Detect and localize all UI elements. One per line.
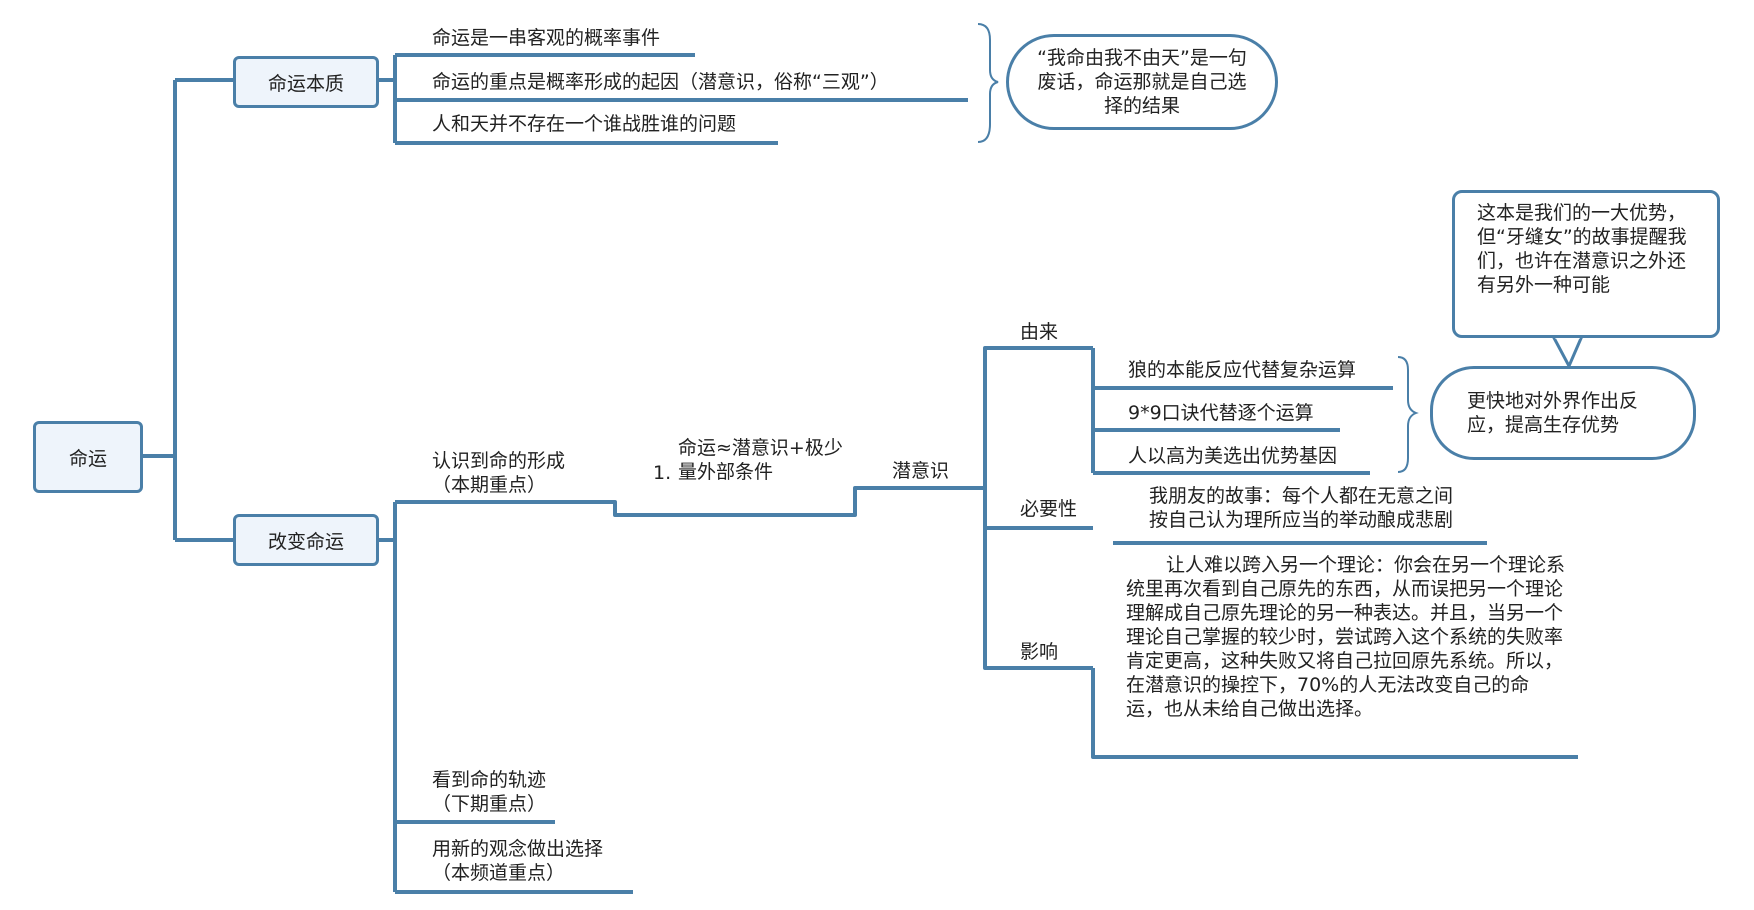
subconscious-label: 潜意识 (892, 460, 950, 482)
essence-item-1: 命运是一串客观的概率事件 (432, 27, 661, 49)
item-see-trajectory-line1: 看到命的轨迹 (432, 769, 547, 791)
item-new-choice-line2: （本频道重点） (432, 862, 566, 884)
influence-label: 影响 (1020, 641, 1059, 663)
essence-item-2: 命运的重点是概率形成的起因（潜意识，俗称“三观”） (432, 71, 889, 93)
formula-text: 命运≈潜意识+极少量外部条件 (678, 437, 843, 483)
essence-callout-text: “我命由我不由天”是一句废话，命运那就是自己选择的结果 (1037, 47, 1247, 117)
branch-fate-essence[interactable]: 命运本质 (233, 56, 379, 108)
root-node[interactable]: 命运 (33, 421, 143, 493)
origin-note-text: 这本是我们的一大优势，但“牙缝女”的故事提醒我们，也许在潜意识之外还有另外一种可… (1477, 202, 1687, 296)
item-new-choice-line1: 用新的观念做出选择 (432, 838, 604, 860)
item-see-trajectory-line2: （下期重点） (432, 793, 547, 815)
essence-callout: “我命由我不由天”是一句废话，命运那就是自己选择的结果 (1006, 34, 1278, 130)
branch-change-fate[interactable]: 改变命运 (233, 514, 379, 566)
origin-label: 由来 (1020, 321, 1059, 343)
brace-origin (1397, 356, 1419, 473)
essence-item-3: 人和天并不存在一个谁战胜谁的问题 (432, 113, 737, 135)
necessity-text-line2: 按自己认为理所应当的举动酿成悲剧 (1149, 509, 1454, 531)
branch-fate-essence-label: 命运本质 (267, 72, 344, 95)
connector-origin (1091, 348, 1393, 475)
connector-branch1 (378, 53, 968, 145)
item-understand-fate-line1: 认识到命的形成 (432, 450, 566, 472)
origin-callout-text: 更快地对外界作出反应，提高生存优势 (1467, 390, 1639, 436)
root-label: 命运 (68, 447, 107, 470)
origin-note: 这本是我们的一大优势，但“牙缝女”的故事提醒我们，也许在潜意识之外还有另外一种可… (1452, 190, 1720, 338)
note-pointer (1551, 334, 1584, 368)
origin-callout: 更快地对外界作出反应，提高生存优势 (1430, 366, 1696, 460)
brace-branch1 (977, 23, 999, 143)
necessity-label: 必要性 (1020, 498, 1078, 520)
item-understand-fate-line2: （本期重点） (432, 474, 547, 496)
necessity-text-line1: 我朋友的故事：每个人都在无意之间 (1149, 485, 1454, 507)
influence-text: 让人难以跨入另一个理论：你会在另一个理论系统里再次看到自己原先的东西，从而误把另… (1126, 554, 1566, 720)
branch-change-fate-label: 改变命运 (267, 530, 344, 553)
connector-root (142, 78, 233, 542)
origin-item-2: 9*9口诀代替逐个运算 (1128, 402, 1314, 424)
origin-item-3: 人以高为美选出优势基因 (1128, 445, 1338, 467)
connector-subconscious (983, 346, 1093, 670)
origin-item-1: 狼的本能反应代替复杂运算 (1128, 359, 1357, 381)
connector-influence (1091, 668, 1578, 759)
formula-number: 1. (653, 462, 672, 484)
connector-branch2 (378, 486, 985, 894)
